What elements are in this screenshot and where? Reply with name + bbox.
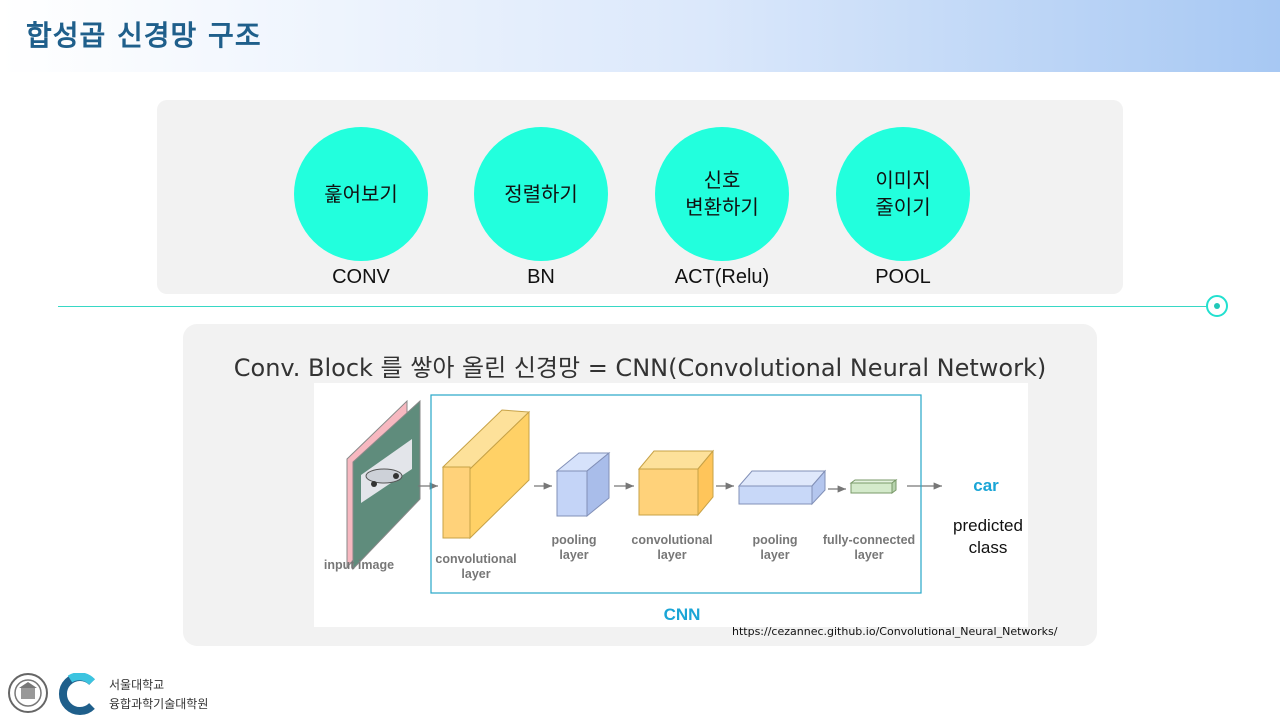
step-circle-conv: 훑어보기	[294, 127, 428, 261]
footer-school: 융합과학기술대학원	[109, 697, 209, 711]
label-pool2-b: layer	[760, 548, 789, 562]
school-logo-icon	[58, 673, 95, 715]
footer-university: 서울대학교	[109, 678, 165, 692]
label-pool1-b: layer	[559, 548, 588, 562]
pooling-layer-1	[555, 451, 611, 518]
label-pool1-a: pooling	[551, 533, 596, 547]
step-label-conv: CONV	[332, 266, 390, 288]
label-fc-b: layer	[854, 548, 883, 562]
step-circle-act: 신호 변환하기	[655, 127, 789, 261]
step-label-pool: POOL	[875, 266, 931, 288]
timeline-end-icon	[1206, 295, 1228, 317]
pooling-layer-2	[737, 469, 827, 506]
label-conv1-a: convolutional	[435, 552, 516, 566]
label-input-image: input image	[324, 558, 394, 572]
conv-layer-2	[637, 449, 715, 517]
timeline-divider	[58, 306, 1208, 307]
university-seal-icon	[8, 673, 48, 713]
label-conv2-b: layer	[657, 548, 686, 562]
label-cnn: CNN	[664, 605, 701, 624]
page-title: 합성곱 신경망 구조	[26, 19, 262, 52]
cnn-box	[430, 394, 922, 594]
source-url: https://cezannec.github.io/Convolutional…	[732, 625, 1058, 638]
cnn-diagram-svg: input image convolutional layer pooling …	[324, 394, 1023, 624]
cnn-panel-title: Conv. Block 를 쌓아 올린 신경망 = CNN(Convolutio…	[233, 354, 1047, 382]
input-image	[346, 399, 421, 571]
cnn-diagram: input image convolutional layer pooling …	[314, 383, 1028, 627]
label-output-car: car	[973, 476, 999, 495]
label-conv1-b: layer	[461, 567, 490, 581]
step-circle-pool: 이미지 줄이기	[836, 127, 970, 261]
label-conv2-a: convolutional	[631, 533, 712, 547]
step-label-act: ACT(Relu)	[674, 266, 770, 288]
step-label-bn: BN	[527, 266, 555, 288]
conv-layer-1	[441, 409, 531, 540]
label-predicted-b: class	[969, 538, 1008, 557]
header-bar: 합성곱 신경망 구조	[0, 0, 1280, 72]
label-pool2-a: pooling	[752, 533, 797, 547]
fully-connected-layer	[849, 479, 898, 494]
step-circle-bn: 정렬하기	[474, 127, 608, 261]
label-fc-a: fully-connected	[823, 533, 915, 547]
footer-school-name: 서울대학교 융합과학기술대학원	[109, 676, 208, 714]
label-predicted-a: predicted	[953, 516, 1023, 535]
flow-arrows	[418, 482, 942, 493]
